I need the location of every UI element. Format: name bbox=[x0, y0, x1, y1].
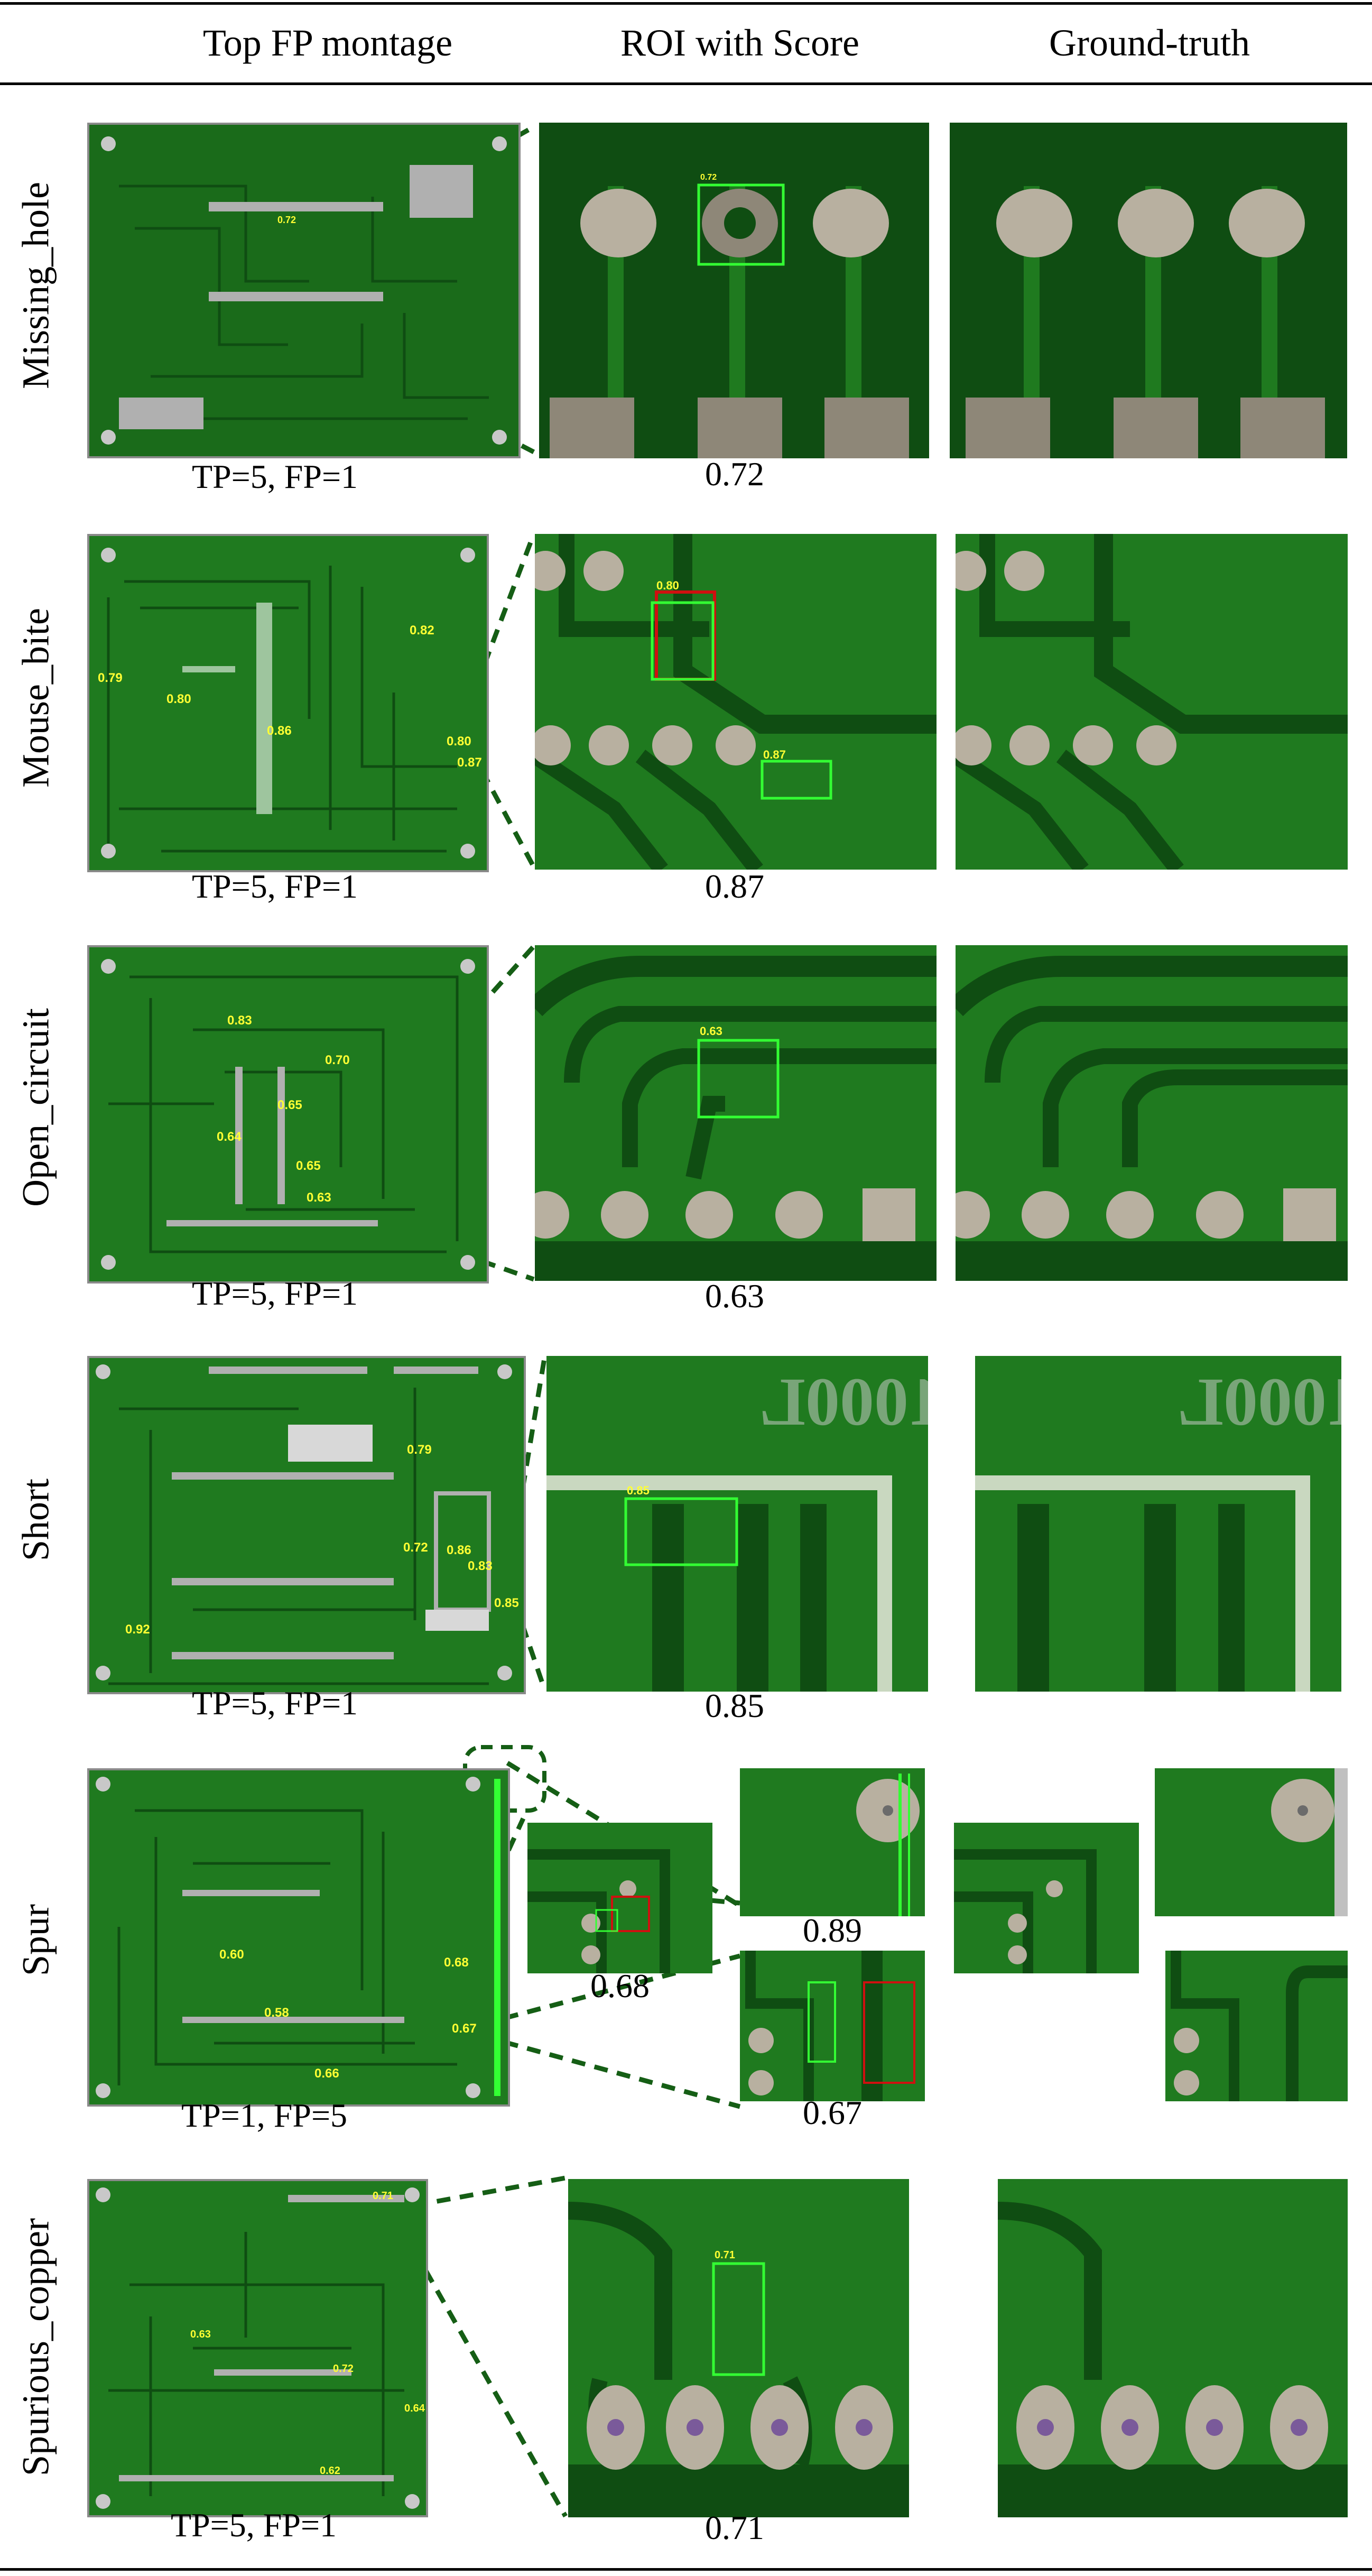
score-label: 0.63 bbox=[190, 2329, 211, 2340]
svg-text:1000L: 1000L bbox=[759, 1364, 928, 1440]
gt-spurious-copper bbox=[998, 2179, 1348, 2517]
score-label: 0.62 bbox=[320, 2465, 340, 2477]
score-label: 0.72 bbox=[403, 1540, 428, 1555]
score-label: 0.72 bbox=[277, 215, 296, 225]
caption-short: TP=5, FP=1 bbox=[191, 1684, 358, 1722]
gt-short: 1000L bbox=[975, 1356, 1341, 1692]
roi-open-circuit: 0.63 bbox=[535, 945, 937, 1281]
score-label: 0.70 bbox=[325, 1053, 350, 1067]
caption-mouse-bite: TP=5, FP=1 bbox=[191, 867, 358, 905]
gt-spur-a bbox=[954, 1823, 1139, 1973]
row-label-open-circuit: Open_circuit bbox=[14, 1008, 57, 1207]
svg-text:1000L: 1000L bbox=[1178, 1364, 1341, 1440]
header-ground-truth: Ground-truth bbox=[1049, 22, 1250, 64]
roi-missing-hole: 0.72 bbox=[539, 123, 929, 458]
row-label-spur: Spur bbox=[14, 1904, 57, 1977]
top-rule bbox=[0, 2, 1372, 5]
caption-spurious-copper: TP=5, FP=1 bbox=[170, 2506, 337, 2544]
score-spur-c: 0.67 bbox=[803, 2094, 862, 2131]
score-label: 0.63 bbox=[307, 1190, 331, 1205]
score-mouse-bite: 0.87 bbox=[705, 867, 764, 905]
gt-spur-b bbox=[1155, 1768, 1348, 1916]
score-label: 0.85 bbox=[494, 1596, 519, 1610]
score-spur-b: 0.89 bbox=[803, 1912, 862, 1949]
score-label: 0.80 bbox=[447, 734, 471, 749]
row-label-missing-hole: Missing_hole bbox=[14, 181, 57, 390]
score-label: 0.86 bbox=[447, 1543, 471, 1557]
score-open-circuit: 0.63 bbox=[705, 1277, 764, 1315]
score-label: 0.92 bbox=[125, 1622, 150, 1637]
montage-open-circuit: 0.83 0.70 0.65 0.64 0.65 0.63 bbox=[87, 945, 489, 1284]
score-label: 0.60 bbox=[219, 1947, 244, 1962]
score-label: 0.71 bbox=[373, 2190, 393, 2202]
score-spurious-copper: 0.71 bbox=[705, 2509, 764, 2546]
score-label: 0.65 bbox=[277, 1098, 302, 1112]
score-label: 0.83 bbox=[227, 1013, 252, 1028]
roi-spur-c bbox=[740, 1951, 925, 2101]
score-missing-hole: 0.72 bbox=[705, 455, 764, 493]
score-label: 0.87 bbox=[457, 755, 482, 770]
score-label: 0.67 bbox=[452, 2021, 477, 2036]
score-label: 0.79 bbox=[98, 671, 123, 685]
row-label-short: Short bbox=[14, 1478, 57, 1562]
score-label: 0.83 bbox=[468, 1559, 493, 1573]
gt-mouse-bite bbox=[956, 534, 1348, 870]
roi-spur-a bbox=[527, 1823, 712, 1973]
header-top-fp-montage: Top FP montage bbox=[202, 22, 453, 64]
montage-spur: 0.60 0.58 0.66 0.68 0.67 bbox=[87, 1768, 510, 2107]
roi-score-label: 0.72 bbox=[700, 173, 717, 182]
score-label: 0.65 bbox=[296, 1159, 321, 1173]
roi-score-label: 0.85 bbox=[627, 1484, 650, 1497]
montage-spurious-copper: 0.71 0.63 0.72 0.64 0.62 bbox=[87, 2179, 428, 2517]
score-label: 0.68 bbox=[444, 1955, 469, 1970]
roi-spur-b bbox=[740, 1768, 925, 1916]
score-short: 0.85 bbox=[705, 1687, 764, 1724]
score-label: 0.86 bbox=[267, 724, 292, 738]
score-label: 0.66 bbox=[314, 2066, 339, 2081]
roi-score-label: 0.71 bbox=[715, 2249, 735, 2261]
row-label-mouse-bite: Mouse_bite bbox=[14, 608, 57, 788]
header-roi-with-score: ROI with Score bbox=[620, 22, 859, 64]
montage-short: 0.79 0.72 0.86 0.83 0.85 0.92 bbox=[87, 1356, 526, 1694]
roi-spurious-copper: 0.71 bbox=[568, 2179, 909, 2517]
roi-score-label: 0.87 bbox=[763, 748, 786, 761]
caption-open-circuit: TP=5, FP=1 bbox=[191, 1275, 358, 1312]
score-label: 0.72 bbox=[333, 2363, 354, 2375]
score-label: 0.64 bbox=[404, 2403, 425, 2414]
roi-mouse-bite: 0.80 0.87 bbox=[535, 534, 937, 870]
score-label: 0.79 bbox=[407, 1443, 432, 1457]
gt-missing-hole bbox=[950, 123, 1347, 458]
header-rule bbox=[0, 82, 1372, 85]
roi-score-label: 0.63 bbox=[700, 1024, 722, 1038]
gt-spur-c bbox=[1165, 1951, 1348, 2101]
score-label: 0.80 bbox=[166, 692, 191, 706]
gt-open-circuit bbox=[956, 945, 1348, 1281]
row-label-spurious-copper: Spurious_copper bbox=[14, 2218, 57, 2476]
score-label: 0.64 bbox=[217, 1130, 242, 1144]
caption-spur: TP=1, FP=5 bbox=[181, 2097, 348, 2134]
roi-score-label: 0.80 bbox=[656, 579, 679, 592]
score-spur-a: 0.68 bbox=[590, 1967, 650, 2005]
bottom-rule bbox=[0, 2568, 1372, 2571]
montage-mouse-bite: 0.79 0.80 0.86 0.82 0.80 0.87 bbox=[87, 534, 489, 872]
caption-missing-hole: TP=5, FP=1 bbox=[191, 458, 358, 495]
roi-short: 1000L 0.85 bbox=[546, 1356, 928, 1692]
score-label: 0.58 bbox=[264, 2006, 289, 2020]
montage-missing-hole: 0.72 bbox=[87, 123, 521, 458]
score-label: 0.82 bbox=[410, 623, 434, 638]
